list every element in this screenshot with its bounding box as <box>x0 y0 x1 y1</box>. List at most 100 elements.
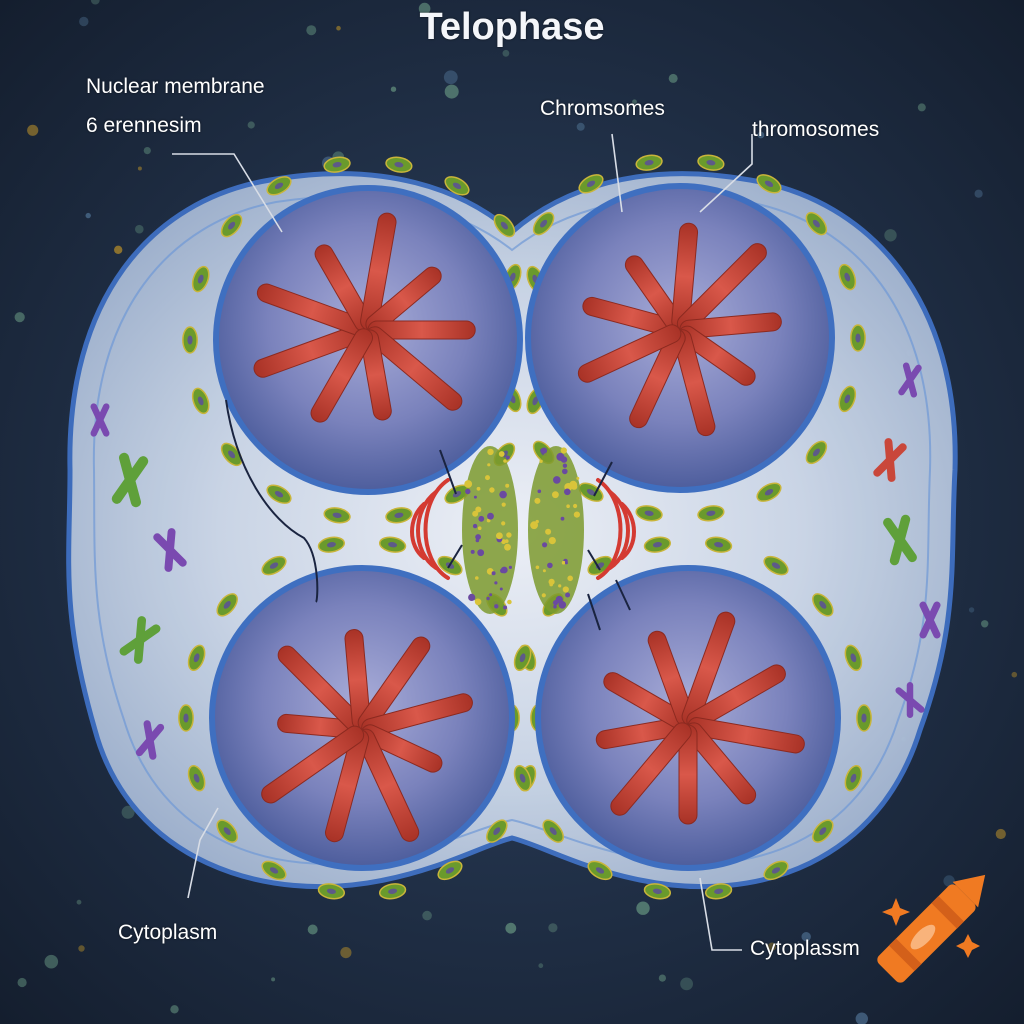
spindle-dot <box>573 511 581 518</box>
mitochondrion <box>587 860 613 881</box>
mitochondrion <box>838 263 857 291</box>
particle <box>135 224 144 234</box>
particle <box>974 189 983 198</box>
spindle-dot <box>562 468 568 475</box>
spindle-dot <box>530 521 538 530</box>
chromosome-arm <box>610 722 692 816</box>
mitochondrion <box>444 176 470 196</box>
spindle-dot <box>562 463 568 468</box>
particle <box>502 49 510 57</box>
particle <box>757 131 765 139</box>
spindle-dot <box>498 451 505 457</box>
spindle-dot <box>503 605 508 610</box>
particle <box>340 947 352 959</box>
spindle-dot <box>478 515 485 522</box>
mitochondrion <box>378 536 407 553</box>
particle <box>884 229 897 242</box>
particle <box>44 954 59 969</box>
label-garbled-annotation: 6 erennesim <box>86 114 202 137</box>
particle <box>968 607 975 613</box>
spindle-dot <box>475 598 480 604</box>
mitochondrion <box>697 154 725 171</box>
spindle-dot <box>494 581 498 585</box>
spindle-dot <box>548 537 556 545</box>
spindle-dot <box>477 526 482 530</box>
particle <box>981 620 989 628</box>
mitochondrion <box>317 536 346 553</box>
mitochondrion <box>323 156 351 173</box>
cell-inner-membrane <box>92 195 932 865</box>
spindle-dot <box>489 487 495 493</box>
particle <box>636 901 650 915</box>
label-leader-lines <box>172 133 753 951</box>
particle <box>668 73 678 83</box>
particle <box>17 977 27 988</box>
mitochondrion <box>216 819 238 843</box>
mitochondrion <box>182 326 198 354</box>
sparkle-icons <box>882 898 980 958</box>
mitochondrion <box>844 644 863 672</box>
spindle-dot <box>468 593 476 602</box>
spindle-dot <box>564 488 571 496</box>
particle <box>76 899 82 905</box>
mitochondrion <box>542 819 564 843</box>
spindle-dot <box>539 459 543 463</box>
particle <box>995 828 1006 840</box>
spindle-dot <box>540 447 548 454</box>
particle <box>271 977 276 982</box>
label-cytoplasm-left: Cytoplasm <box>118 921 218 944</box>
spindle-dot <box>465 488 471 495</box>
particle <box>90 0 100 5</box>
central-spindle <box>462 446 584 614</box>
label-thromosomes: thromosomes <box>752 118 880 141</box>
mitochondrion <box>317 883 346 900</box>
mitochondrion <box>635 154 663 171</box>
chromosomes <box>253 212 805 843</box>
mitochondrion <box>323 507 351 524</box>
particle <box>390 86 397 92</box>
particle <box>801 932 811 942</box>
spindle-dot <box>487 463 491 467</box>
spindle-dot <box>542 569 546 573</box>
spindle-dot <box>555 595 563 604</box>
cytoplasm-chromosome <box>153 528 187 572</box>
spindle-dot <box>506 532 512 538</box>
cytoplasm-chromosome <box>895 682 925 718</box>
particle <box>247 121 255 129</box>
chromosome-bundle <box>577 222 782 437</box>
chromosome-arm <box>577 324 682 383</box>
mitochondrion <box>513 764 532 792</box>
spindle-dot <box>487 448 494 456</box>
spindle-dot <box>477 549 485 557</box>
chromosome-arm <box>261 725 365 804</box>
spindle-dot <box>499 587 503 591</box>
spindle-dot <box>573 503 578 509</box>
spindle-dot <box>553 476 561 484</box>
mitochondrion <box>532 211 555 236</box>
particle <box>443 70 458 85</box>
mitochondrion <box>805 211 828 236</box>
spindle-dot <box>537 489 542 494</box>
spindle-dot <box>504 543 511 551</box>
spindle-dot <box>564 561 568 565</box>
spindle-dot <box>470 549 475 554</box>
particle <box>538 963 544 969</box>
spindle-dot <box>560 447 567 454</box>
cytoplasm-chromosome <box>898 362 922 398</box>
spindle-dot <box>552 491 559 499</box>
chromosome-bundle <box>595 611 805 825</box>
mitochondrion <box>378 883 407 900</box>
spindle-dot <box>535 565 540 570</box>
spindle-dot <box>560 456 568 463</box>
spindle-dot <box>545 528 552 535</box>
mitochondrion <box>704 536 733 553</box>
spindle-dot <box>485 475 490 481</box>
mitochondrion <box>578 482 604 502</box>
mitochondrion <box>697 505 725 522</box>
particle <box>78 945 85 952</box>
mitochondrion <box>756 482 782 502</box>
mitochondrion <box>704 883 733 900</box>
spindle-dot <box>487 512 494 520</box>
spindle-dot <box>576 476 580 480</box>
